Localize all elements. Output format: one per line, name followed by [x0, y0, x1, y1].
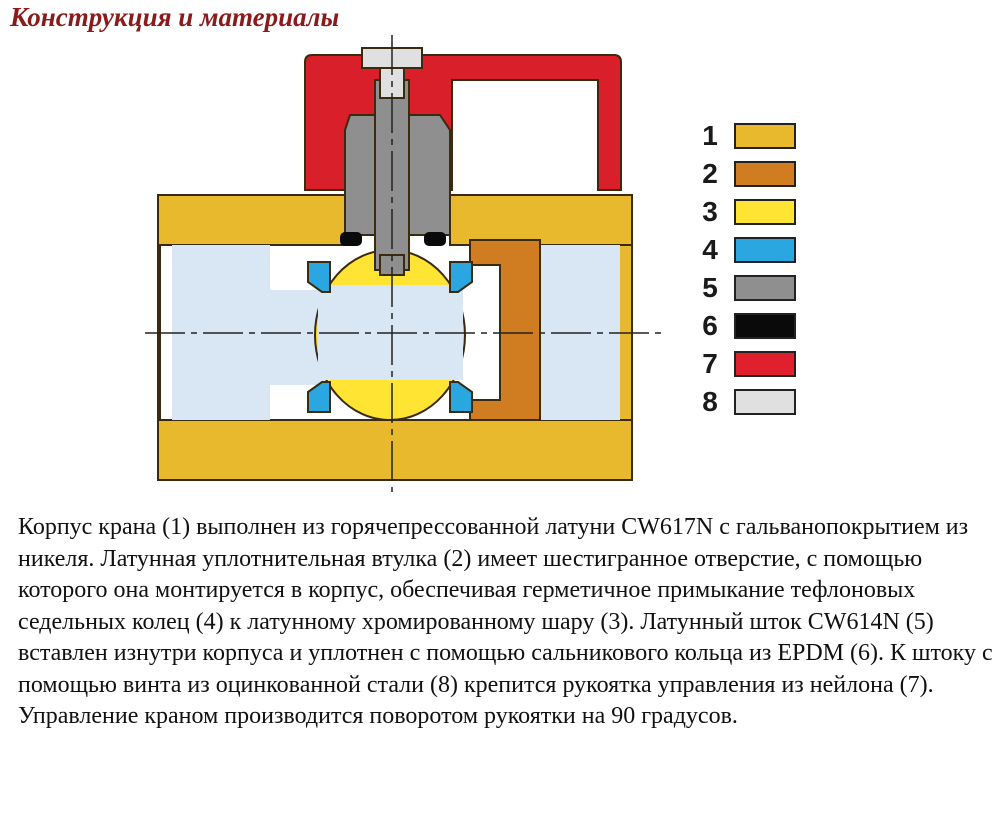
- seat-right-top: [449, 261, 473, 293]
- seat-left-top: [307, 261, 331, 293]
- legend-swatch: [734, 389, 796, 415]
- legend-item: 4: [690, 231, 810, 269]
- legend-item: 5: [690, 269, 810, 307]
- legend: 1 2 3 4 5 6 7 8: [690, 117, 810, 421]
- legend-number: 6: [702, 310, 718, 341]
- seat-right-bottom: [449, 381, 473, 413]
- legend-swatch: [734, 199, 796, 225]
- legend-number: 3: [702, 196, 718, 227]
- legend-item: 7: [690, 345, 810, 383]
- legend-number: 1: [702, 120, 718, 151]
- legend-item: 6: [690, 307, 810, 345]
- legend-swatch: [734, 237, 796, 263]
- page-title: Конструкция и материалы: [10, 2, 340, 32]
- seat-left-bottom: [307, 381, 331, 413]
- legend-number: 2: [702, 158, 718, 189]
- body-top-left: [157, 194, 349, 246]
- legend-item: 2: [690, 155, 810, 193]
- bushing: [469, 239, 541, 421]
- bushing-shape: [469, 239, 541, 421]
- gasket-right: [424, 232, 446, 246]
- legend-item: 8: [690, 383, 810, 421]
- gasket-left: [340, 232, 362, 246]
- legend-number: 4: [702, 234, 718, 265]
- gaskets: [340, 232, 446, 246]
- valve-cross-section-diagram: [145, 35, 665, 492]
- legend-swatch: [734, 351, 796, 377]
- legend-swatch: [734, 161, 796, 187]
- legend-number: 5: [702, 272, 718, 303]
- legend-swatch: [734, 123, 796, 149]
- legend-number: 7: [702, 348, 718, 379]
- body-bottom: [157, 419, 633, 481]
- seats: [307, 261, 473, 413]
- legend-item: 3: [690, 193, 810, 231]
- legend-swatch: [734, 275, 796, 301]
- description-text: Корпус крана (1) выполнен из горячепресс…: [18, 514, 993, 729]
- legend-number: 8: [702, 386, 718, 417]
- body-top-right: [449, 194, 633, 246]
- legend-item: 1: [690, 117, 810, 155]
- legend-swatch: [734, 313, 796, 339]
